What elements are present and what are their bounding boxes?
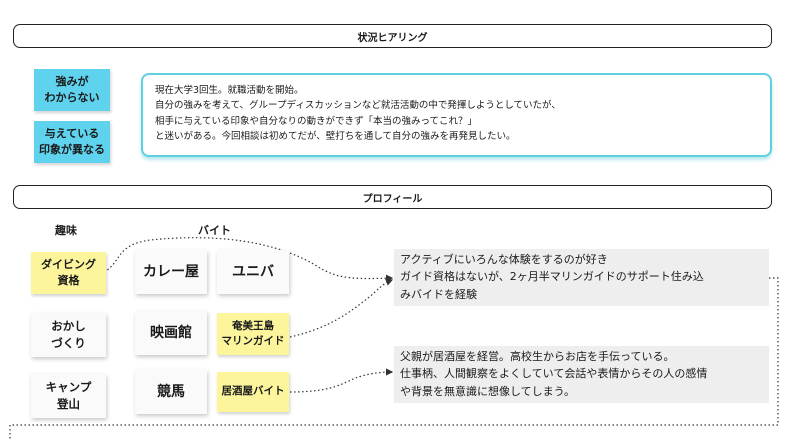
hobby-label: 趣味 [55,224,77,237]
note-active-experience: アクティブにいろんな体験をするのが好き ガイド資格はないが、2ヶ月半マリンガイド… [394,249,769,306]
situation-header-label: 状況ヒアリング [357,32,428,44]
note-line: 仕事柄、人間観察をよくしていて会話や表情からその人の感情 [400,367,708,381]
note-line: みバイドを経験 [400,287,477,301]
note-line: アクティブにいろんな体験をするのが好き [400,253,608,266]
job-cinema[interactable]: 映画館 [135,311,207,355]
link-izakaya-to-note2 [289,368,394,393]
link-diving-to-note1 [103,237,394,282]
job-curry[interactable]: カレー屋 [135,250,207,294]
situation-line: 相手に与えている印象や自分なりの動きができず「本当の強みってこれ？」 [155,115,478,127]
note-izakaya-observation: 父親が居酒屋を経営。高校生からお店を手伝っている。 仕事柄、人間観察をよくしてい… [394,346,769,403]
note-line: 父親が居酒屋を経営。高校生からお店を手伝っている。 [400,350,675,363]
hobby-sweets[interactable]: おかし づくり [31,313,106,357]
job-marine-guide[interactable]: 奄美王島 マリンガイド [217,313,289,355]
situation-line: と迷いがある。今回相談は初めてだが、壁打ちを通して自分の強みを再発見したい。 [155,131,516,143]
note-line: や背景を無意識に想像してしまう。 [400,384,576,398]
job-horse-racing[interactable]: 競馬 [135,370,207,414]
hobby-diving[interactable]: ダイビング 資格 [31,252,106,294]
job-universal[interactable]: ユニバ [217,250,289,294]
hobby-camping[interactable]: キャンプ 登山 [31,374,106,418]
situation-line: 現在大学3回生。就職活動を開始。 [155,85,304,96]
sticky-different-impression[interactable]: 与えている 印象が異なる [34,121,110,163]
sticky-no-strengths[interactable]: 強みが わからない [34,69,110,111]
note-line: ガイド資格はないが、2ヶ月半マリンガイドのサポート住み込 [400,270,704,284]
situation-text-box: 現在大学3回生。就職活動を開始。 自分の強みを考えて、グループディスカッションな… [141,73,772,157]
situation-header: 状況ヒアリング [13,24,772,48]
situation-line: 自分の強みを考えて、グループディスカッションなど就活活動の中で発揮しようとしてい… [155,100,561,112]
profile-header: プロフィール [13,185,772,209]
profile-header-label: プロフィール [362,193,423,205]
link-note1-right [9,277,779,440]
link-marine-to-note1 [289,278,394,338]
job-izakaya[interactable]: 居酒屋バイト [217,372,289,412]
job-label: バイト [198,224,231,237]
